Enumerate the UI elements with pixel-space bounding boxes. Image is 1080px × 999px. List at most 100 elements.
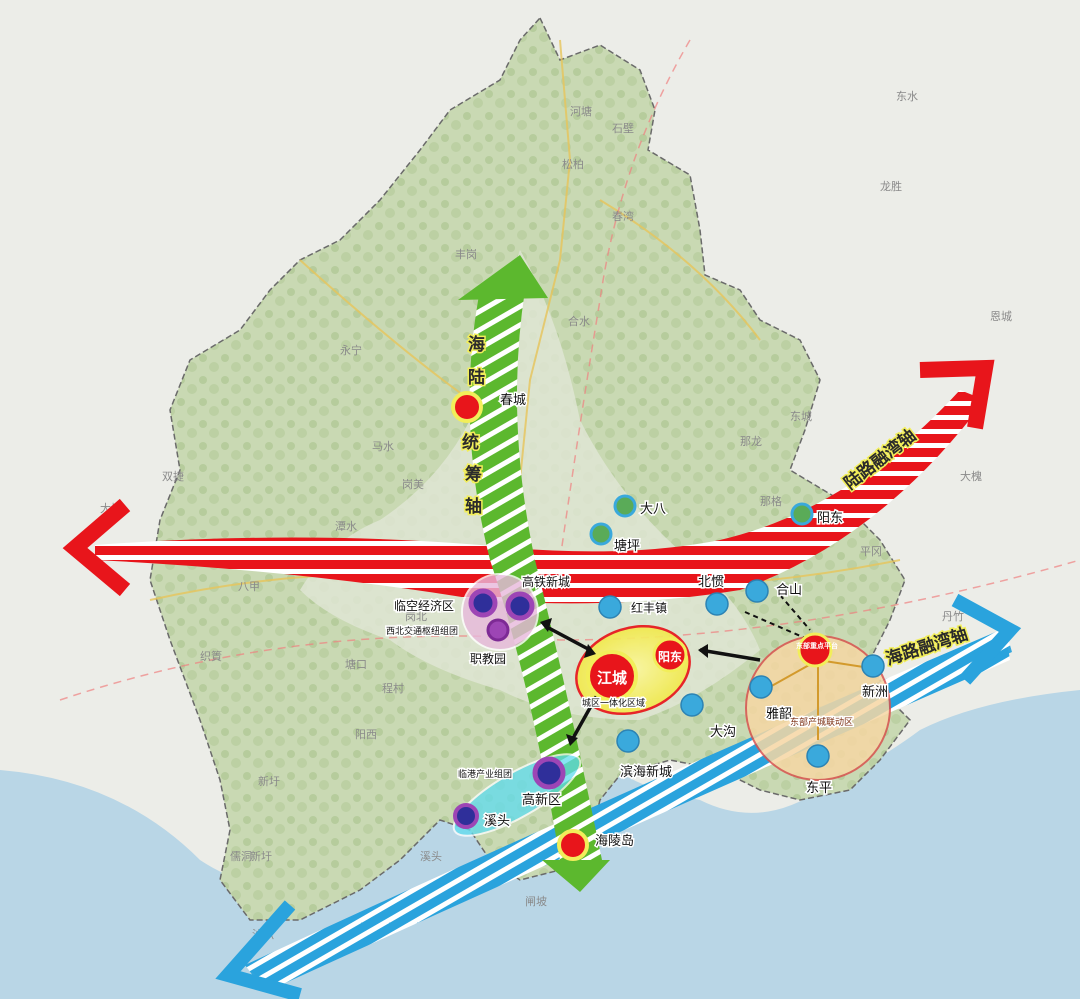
vertical-axis-char: 统 <box>462 432 479 453</box>
label-dongbu-zone: 东部产城联动区 <box>790 716 853 728</box>
vertical-axis-char: 陆 <box>468 368 485 388</box>
node-heshan[interactable] <box>745 579 769 603</box>
label-dagou: 大沟 <box>710 725 736 740</box>
lowland <box>300 250 760 720</box>
label-heshan: 合山 <box>776 583 802 598</box>
node-binhai[interactable] <box>616 729 640 753</box>
node-hongfeng[interactable] <box>598 595 622 619</box>
land-axis <box>62 359 995 604</box>
label-beiguan: 北惯 <box>698 574 724 590</box>
basemap-label: 岗美 <box>402 478 424 491</box>
basemap-label: 大槐 <box>960 469 982 483</box>
label-hailing: 海陵岛 <box>595 833 634 849</box>
node-chuncheng[interactable] <box>451 391 483 423</box>
basemap-label: 那格 <box>760 494 782 508</box>
basemap-label: 织篢 <box>200 649 222 663</box>
node-inner-labels: 江城 阳东 东部重点平台 <box>597 641 838 687</box>
node-hailing[interactable] <box>557 829 589 861</box>
node-dongping[interactable] <box>806 744 830 768</box>
label-yangdong-core: 阳东 <box>658 649 682 664</box>
label-yashao: 雅韶 <box>766 706 792 722</box>
node-jiangcheng[interactable] <box>586 650 638 702</box>
basemap-label: 阳西 <box>355 728 377 741</box>
vertical-axis-char: 筹 <box>465 464 482 485</box>
label-chuncheng: 春城 <box>500 393 526 408</box>
node-dongbu-platform[interactable] <box>797 632 833 668</box>
basemap-label: 那龙 <box>740 435 762 448</box>
label-zhijiao: 职教园 <box>470 651 506 666</box>
basemap-label: 丹竹 <box>942 609 964 623</box>
node-linkong[interactable] <box>468 588 498 618</box>
basemap-label: 丰岗 <box>455 248 477 261</box>
nodes <box>451 391 885 861</box>
label-hongfeng: 红丰镇 <box>631 600 667 615</box>
label-gaotie: 高铁新城 <box>522 574 570 589</box>
connections <box>544 624 761 741</box>
vertical-axis-band <box>469 290 602 860</box>
vertical-axis-arrow-north <box>458 255 548 300</box>
place-labels: 春城 大八 塘坪 阳东 高铁新城 临空经济区 西北交通枢纽组团 职教园 红丰镇 … <box>385 392 890 851</box>
label-xitou: 溪头 <box>484 814 510 829</box>
label-dongbu-platform: 东部重点平台 <box>796 641 838 650</box>
land-axis-arrow-east <box>919 359 995 430</box>
basemap-label: 双捷 <box>162 469 184 483</box>
basemap-label: 东水 <box>896 90 918 103</box>
node-yashao[interactable] <box>749 675 773 699</box>
basemap-label: 恩城 <box>990 310 1012 323</box>
basemap-label: 春湾 <box>612 209 634 223</box>
basemap-label: 石壁 <box>612 121 634 135</box>
label-tangping: 塘坪 <box>614 538 640 554</box>
label-linjiang: 临港产业组团 <box>458 768 512 780</box>
vertical-axis-arrow-south <box>542 860 610 892</box>
basemap-label: 儒洞 <box>230 850 252 863</box>
node-tangping[interactable] <box>589 522 613 546</box>
link-arrowheads <box>540 618 708 746</box>
node-xinzhou[interactable] <box>861 654 885 678</box>
basemap-label: 马水 <box>372 440 394 453</box>
link-jiangcheng-gaoxin <box>570 689 602 741</box>
land-axis-arrow-west <box>62 498 131 597</box>
basemap-label: 溪头 <box>420 850 442 863</box>
basemap-label: 八甲 <box>238 580 260 593</box>
basemap-label: 合水 <box>568 314 590 328</box>
link-gaotie-jiangcheng <box>544 624 591 652</box>
vertical-axis-char: 海 <box>468 334 485 355</box>
sea-axis-arrow-west <box>215 900 302 999</box>
node-xitou[interactable] <box>453 803 479 829</box>
node-gaotie[interactable] <box>505 591 535 621</box>
basemap-label: 程村 <box>382 681 404 695</box>
label-yangdong-north: 阳东 <box>817 511 843 526</box>
label-chengqu: 城区一体化区域 <box>582 697 645 709</box>
label-gaoxin: 高新区 <box>522 792 561 808</box>
node-dadi[interactable] <box>613 494 637 518</box>
basemap-label: 河塘 <box>570 104 592 118</box>
node-zhijiao[interactable] <box>486 618 510 642</box>
label-binhai: 滨海新城 <box>620 764 672 780</box>
basemap-label: 平冈 <box>860 545 882 558</box>
label-jiangcheng: 江城 <box>597 669 627 687</box>
basemap-label: 新圩 <box>258 774 280 788</box>
vertical-axis <box>458 255 610 892</box>
node-beiguan[interactable] <box>705 592 729 616</box>
vertical-axis-char: 轴 <box>465 496 482 517</box>
basemap-label: 塘口 <box>345 657 367 671</box>
node-gaoxin[interactable] <box>532 756 566 790</box>
node-yangdong-core[interactable] <box>652 637 688 673</box>
basemap-label: 龙胜 <box>880 179 902 193</box>
node-yangdong-north[interactable] <box>790 502 814 526</box>
basemap-label: 新圩 <box>250 849 272 863</box>
land-axis-band <box>95 390 985 604</box>
basemap-label: 潭水 <box>335 520 357 533</box>
label-xinzhou: 新洲 <box>862 684 888 700</box>
node-dagou[interactable] <box>680 693 704 717</box>
basemap-label: 东城 <box>790 410 812 423</box>
basemap-label: 岗北 <box>405 610 427 623</box>
basemap-label: 松柏 <box>562 157 584 171</box>
link-jiangcheng-dongbu <box>699 648 761 662</box>
railways <box>59 39 1080 701</box>
label-xibei: 西北交通枢纽组团 <box>386 625 458 637</box>
dashed-links <box>744 594 811 639</box>
label-dadi: 大八 <box>640 502 666 517</box>
